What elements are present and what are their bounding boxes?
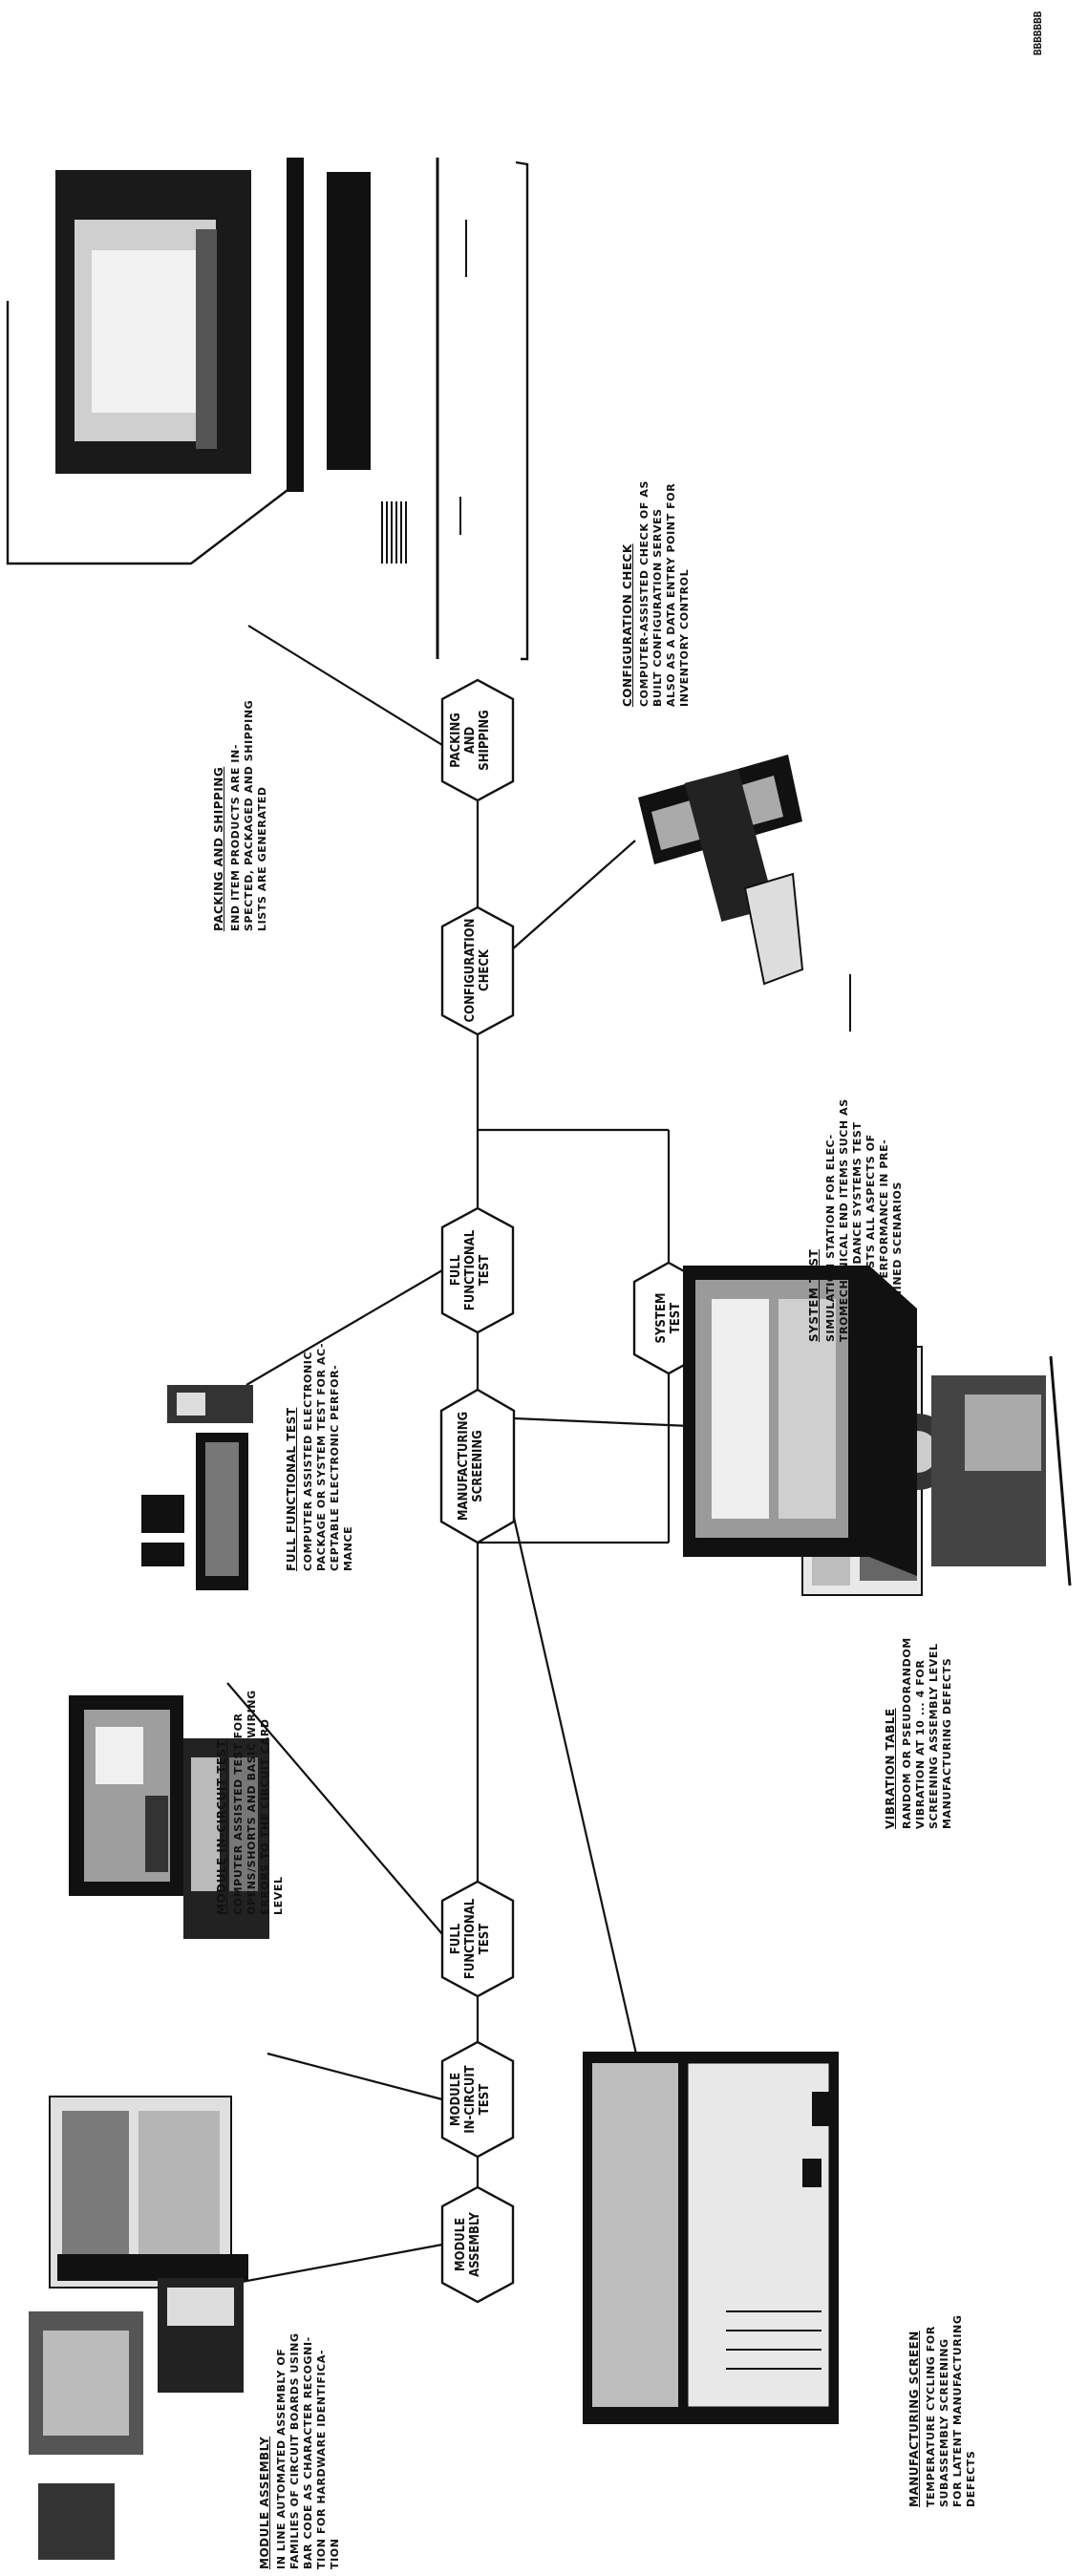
photo-full-functional-equipment	[141, 1385, 253, 1590]
caption-module-assembly-title: MODULE ASSEMBLY	[258, 2332, 271, 2569]
photo-packing-terminal	[8, 158, 527, 659]
caption-vibration-table-body: RANDOM OR PSEUDORANDOM VIBRATION AT 10 .…	[901, 1637, 954, 1829]
caption-vibration-table: VIBRATION TABLE RANDOM OR PSEUDORANDOM V…	[884, 1637, 954, 1829]
caption-module-incircuit-test-body: COMPUTER ASSISTED TEST FOR OPENS/SHORTS …	[232, 1690, 286, 1915]
node-full-functional-test-2-label: FULL FUNCTIONAL TEST	[449, 1213, 492, 1328]
caption-configuration-check-title: CONFIGURATION CHECK	[621, 480, 634, 707]
node-configuration-check-label: CONFIGURATION CHECK	[463, 913, 492, 1028]
caption-vibration-table-title: VIBRATION TABLE	[884, 1637, 897, 1829]
caption-packing-shipping: PACKING AND SHIPPING END ITEM PRODUCTS A…	[212, 700, 269, 931]
leader-vibration-table	[514, 1418, 690, 1426]
photo-manufacturing-screen-chamber	[583, 2052, 839, 2424]
node-module-assembly-label: MODULE ASSEMBLY	[454, 2187, 482, 2302]
caption-manufacturing-screen-title: MANUFACTURING SCREEN	[907, 2315, 921, 2507]
caption-manufacturing-screen-body: TEMPERATURE CYCLING FOR SUBASSEMBLY SCRE…	[925, 2315, 978, 2507]
caption-module-assembly: MODULE ASSEMBLY IN LINE AUTOMATED ASSEMB…	[258, 2332, 342, 2569]
photo-module-assembly-line	[29, 2097, 248, 2560]
caption-system-test: SYSTEM TEST SIMULATION STATION FOR ELEC-…	[807, 1098, 905, 1342]
node-full-functional-test-1-label: FULL FUNCTIONAL TEST	[449, 1882, 492, 1996]
caption-system-test-body: SIMULATION STATION FOR ELEC- TROMECHANIC…	[824, 1098, 905, 1342]
caption-module-assembly-body: IN LINE AUTOMATED ASSEMBLY OF FAMILIES O…	[275, 2332, 342, 2569]
caption-configuration-check-body: COMPUTER-ASSISTED CHECK OF AS BUILT CONF…	[638, 480, 692, 707]
caption-system-test-title: SYSTEM TEST	[807, 1098, 821, 1342]
caption-full-functional-test-body: COMPUTER ASSISTED ELECTRONIC PACKAGE OR …	[302, 1343, 355, 1571]
node-packing-shipping-label: PACKING AND SHIPPING	[449, 683, 492, 798]
leader-module-assembly	[237, 2245, 442, 2283]
leader-module-incircuit	[267, 2054, 442, 2099]
document-stamp: BBBBBBB	[1032, 11, 1044, 55]
caption-module-incircuit-test: MODULE IN-CIRCUIT TEST COMPUTER ASSISTED…	[215, 1690, 286, 1915]
caption-full-functional-test-title: FULL FUNCTIONAL TEST	[285, 1343, 298, 1571]
caption-manufacturing-screen: MANUFACTURING SCREEN TEMPERATURE CYCLING…	[907, 2315, 978, 2507]
caption-packing-shipping-body: END ITEM PRODUCTS ARE IN- SPECTED, PACKA…	[229, 700, 269, 931]
leader-configuration-check	[511, 841, 635, 950]
leader-packing-shipping	[248, 626, 442, 745]
node-system-test-label: SYSTEM TEST	[654, 1261, 683, 1375]
caption-packing-shipping-title: PACKING AND SHIPPING	[212, 700, 225, 931]
node-module-incircuit-test-label: MODULE IN-CIRCUIT TEST	[449, 2042, 492, 2157]
caption-full-functional-test: FULL FUNCTIONAL TEST COMPUTER ASSISTED E…	[285, 1343, 355, 1571]
node-manufacturing-screening-label: MANUFACTURING SCREENING	[457, 1409, 485, 1523]
leader-manufacturing-screen	[504, 1476, 640, 2071]
caption-module-incircuit-test-title: MODULE IN-CIRCUIT TEST	[215, 1690, 228, 1915]
caption-configuration-check: CONFIGURATION CHECK COMPUTER-ASSISTED CH…	[621, 480, 692, 707]
photo-configuration-terminal	[638, 755, 850, 1032]
